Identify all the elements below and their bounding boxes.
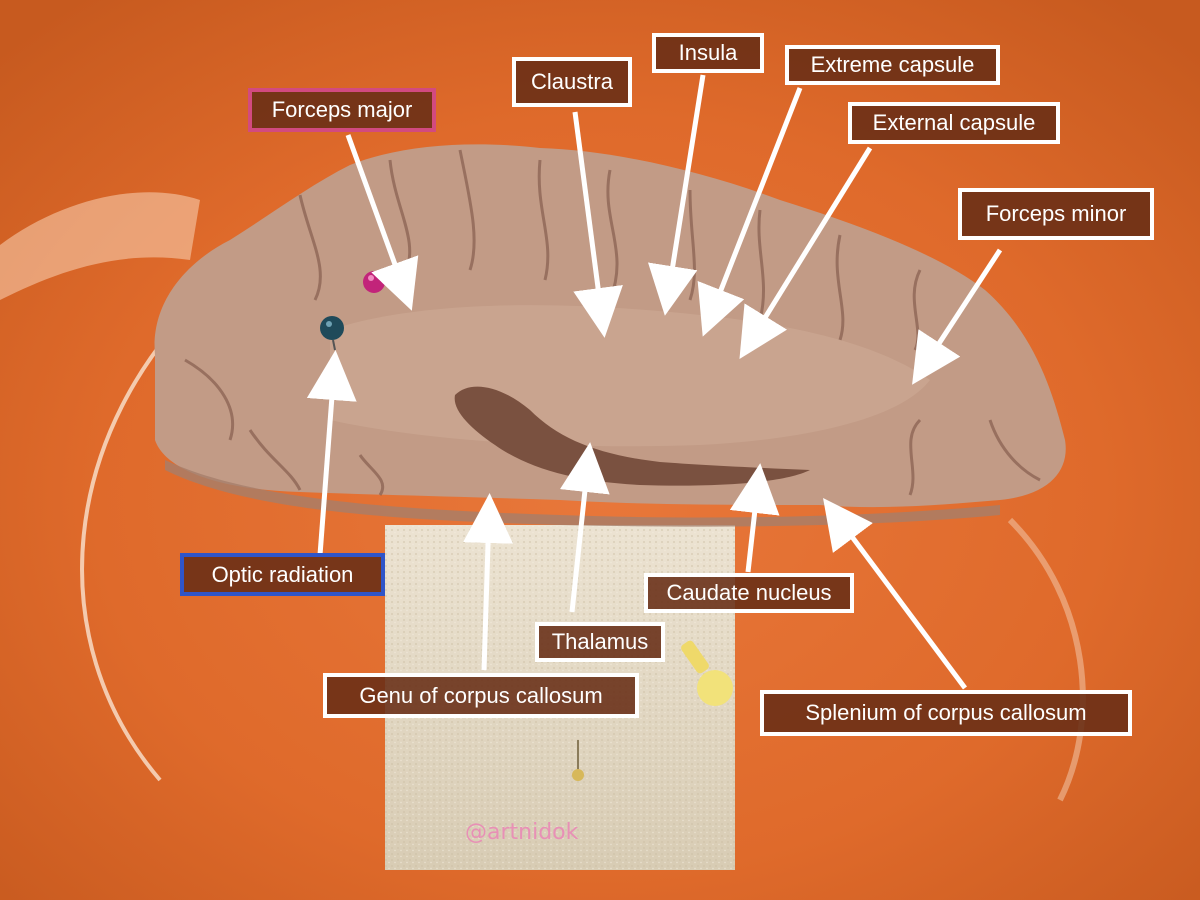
arrow-extreme-capsule [697, 87, 803, 337]
arrow-caudate [729, 463, 780, 573]
watermark: @artnidok [465, 820, 579, 845]
arrow-external-capsule [739, 146, 873, 360]
label-caudate-nucleus: Caudate nucleus [644, 573, 854, 613]
arrows [306, 74, 1003, 690]
label-thalamus: Thalamus [535, 622, 665, 662]
label-forceps-major: Forceps major [248, 88, 436, 132]
yellow-pin [681, 640, 733, 706]
magenta-pin [363, 271, 385, 293]
label-claustra: Claustra [512, 57, 632, 107]
label-optic-radiation: Optic radiation [180, 553, 385, 596]
bowl-rim-highlight-right [1007, 517, 1086, 802]
ventricle [454, 386, 810, 486]
label-forceps-minor: Forceps minor [958, 188, 1154, 240]
small-yellow-pin [572, 740, 584, 781]
arrow-splenium [823, 497, 968, 690]
arrow-claustra [572, 111, 623, 338]
arrow-optic-radiation [306, 350, 357, 556]
bowl-glare [0, 192, 200, 300]
label-external-capsule: External capsule [848, 102, 1060, 144]
teal-pin [320, 316, 344, 351]
arrow-insula [648, 74, 706, 316]
arrow-forceps-major [345, 134, 419, 311]
arrow-thalamus [559, 442, 610, 613]
arrow-genu [463, 493, 514, 671]
arrow-forceps-minor [912, 248, 1003, 385]
label-extreme-capsule: Extreme capsule [785, 45, 1000, 85]
label-insula: Insula [652, 33, 764, 73]
label-splenium-of-corpus-callosum: Splenium of corpus callosum [760, 690, 1132, 736]
label-genu-of-corpus-callosum: Genu of corpus callosum [323, 673, 639, 718]
